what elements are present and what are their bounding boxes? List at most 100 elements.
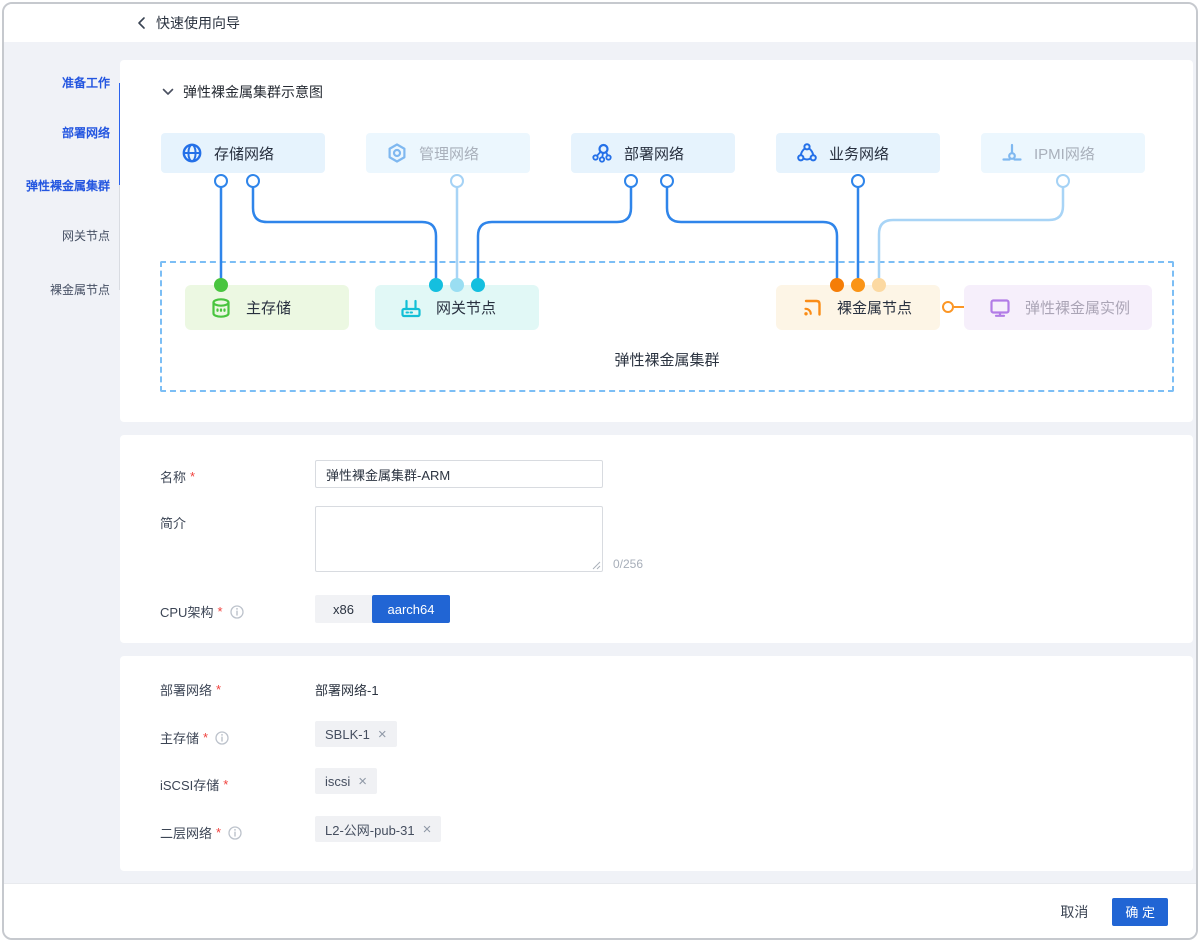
step-label: 部署网络 <box>61 126 110 140</box>
required-mark: * <box>217 604 223 619</box>
globe-icon <box>182 143 202 163</box>
endpoint-dot-pale-orange <box>872 278 886 292</box>
iscsi-storage-label: iSCSI存储* <box>160 775 228 794</box>
node-label: 网关节点 <box>436 300 497 317</box>
cluster-form-card: 部署网络* 部署网络-1 主存储* SBLK-1 × iSCSI存储* <box>120 656 1193 871</box>
content: 弹性裸金属集群示意图 弹性裸金属集群 <box>120 42 1193 871</box>
cpu-option-x86[interactable]: x86 <box>315 595 372 623</box>
monitor-icon <box>990 298 1010 317</box>
link-line <box>954 306 964 308</box>
port-dot <box>851 174 865 188</box>
port-dot <box>624 174 638 188</box>
required-mark: * <box>203 730 209 745</box>
close-icon[interactable]: × <box>377 725 387 743</box>
chevron-left-icon <box>138 17 145 29</box>
endpoint-dot-cyan <box>471 278 485 292</box>
cpu-arch-segmented: x86 aarch64 <box>315 595 450 623</box>
port-dot <box>660 174 674 188</box>
port-dot <box>1056 174 1070 188</box>
tri-network-icon <box>797 143 817 162</box>
network-label: 管理网络 <box>419 145 480 163</box>
footer: 取消 确 定 <box>4 883 1196 938</box>
label-text: 部署网络 <box>160 683 213 698</box>
network-card-deploy: 部署网络 <box>571 133 735 173</box>
l2-network-label: 二层网络* <box>160 823 242 842</box>
tag-label: L2-公网-pub-31 <box>325 822 415 838</box>
info-icon[interactable] <box>215 730 229 745</box>
label-text: iSCSI存储 <box>160 778 220 793</box>
tag-label: SBLK-1 <box>325 726 370 742</box>
deploy-network-value: 部署网络-1 <box>315 683 379 698</box>
node-card-baremetal-node: 裸金属节点 <box>776 285 940 330</box>
required-mark: * <box>190 469 196 484</box>
network-card-management: 管理网络 <box>366 133 530 173</box>
network-label: 部署网络 <box>624 145 685 163</box>
info-icon[interactable] <box>228 825 242 840</box>
database-icon <box>212 297 230 318</box>
name-label: 名称* <box>160 467 195 486</box>
deploy-network-label: 部署网络* <box>160 680 221 699</box>
network-card-ipmi: IPMI网络 <box>981 133 1145 173</box>
primary-storage-label: 主存储* <box>160 728 229 747</box>
basic-form-card: 名称* 简介 0/256 CPU架构* x8 <box>120 435 1193 643</box>
label-text: 名称 <box>160 470 187 485</box>
node-card-baremetal-instance: 弹性裸金属实例 <box>964 285 1152 330</box>
cpu-arch-label: CPU架构* <box>160 602 244 621</box>
close-icon[interactable]: × <box>358 772 368 790</box>
body: 准备工作 部署网络 弹性裸金属集群 网关节点 裸金属节点 <box>4 42 1196 883</box>
confirm-button[interactable]: 确 定 <box>1112 897 1168 926</box>
endpoint-dot-green <box>214 278 228 292</box>
header: 快速使用向导 <box>4 4 1196 42</box>
network-label: IPMI网络 <box>1034 145 1095 163</box>
char-counter: 0/256 <box>613 557 644 571</box>
description-label: 简介 <box>160 513 186 532</box>
port-dot <box>450 174 464 188</box>
diagram-card: 弹性裸金属集群示意图 弹性裸金属集群 <box>120 60 1193 422</box>
l2-network-tag[interactable]: L2-公网-pub-31 × <box>315 816 442 842</box>
network-card-storage: 存储网络 <box>161 133 325 173</box>
label-text: 简介 <box>160 516 187 531</box>
required-mark: * <box>216 825 222 840</box>
network-card-business: 业务网络 <box>776 133 940 173</box>
node-label: 弹性裸金属实例 <box>1025 300 1131 317</box>
close-icon[interactable]: × <box>422 820 432 838</box>
cluster-label: 弹性裸金属集群 <box>614 352 720 369</box>
step-label: 网关节点 <box>61 229 110 243</box>
endpoint-dot-orange <box>851 278 865 292</box>
endpoint-dot-pale-cyan <box>450 278 464 292</box>
cluster-icon <box>592 143 612 163</box>
description-field-wrap <box>315 506 603 572</box>
port-dot <box>246 174 260 188</box>
back-button[interactable] <box>136 16 146 30</box>
step-label: 裸金属节点 <box>49 283 110 297</box>
hex-nut-icon <box>388 143 406 163</box>
router-icon <box>401 299 421 317</box>
diagram-section-title: 弹性裸金属集群示意图 <box>183 84 323 100</box>
link-ring-icon <box>942 301 954 313</box>
node-label: 裸金属节点 <box>837 300 913 317</box>
step-nav: 准备工作 部署网络 弹性裸金属集群 网关节点 裸金属节点 <box>4 42 243 883</box>
endpoint-dot-cyan <box>429 278 443 292</box>
primary-storage-tag[interactable]: SBLK-1 × <box>315 721 397 747</box>
info-icon[interactable] <box>229 604 244 619</box>
plumb-icon <box>1002 143 1022 161</box>
label-text: 二层网络 <box>160 826 213 841</box>
cpu-option-aarch64[interactable]: aarch64 <box>372 595 450 623</box>
name-input[interactable] <box>315 460 603 488</box>
label-text: CPU架构 <box>160 605 214 620</box>
iscsi-storage-tag[interactable]: iscsi × <box>315 768 378 794</box>
label-text: 主存储 <box>160 731 200 746</box>
endpoint-dot-dark-orange <box>830 278 844 292</box>
required-mark: * <box>216 682 222 697</box>
cast-icon <box>804 299 821 316</box>
description-textarea[interactable] <box>315 506 603 572</box>
cancel-button[interactable]: 取消 <box>1060 903 1089 920</box>
tag-label: iscsi <box>325 773 351 789</box>
diagram-section-toggle[interactable]: 弹性裸金属集群示意图 <box>162 82 323 102</box>
node-card-primary-storage: 主存储 <box>185 285 349 330</box>
node-label: 主存储 <box>246 300 292 317</box>
page-title: 快速使用向导 <box>156 15 240 31</box>
step-label: 准备工作 <box>61 76 110 90</box>
node-card-gateway-node: 网关节点 <box>375 285 539 330</box>
